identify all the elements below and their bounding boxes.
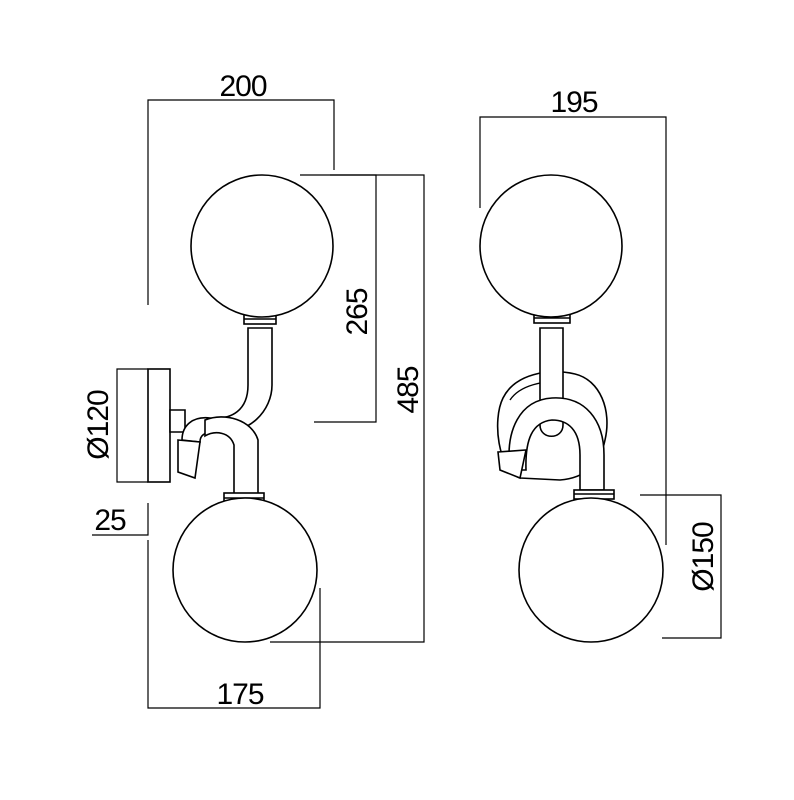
side-loop-arm bbox=[508, 397, 605, 491]
wall-plate bbox=[147, 368, 171, 483]
label-height-265: 265 bbox=[341, 288, 374, 335]
lower-globe bbox=[172, 497, 318, 643]
dim-line-485 bbox=[270, 174, 425, 643]
side-lower-globe bbox=[518, 497, 664, 643]
dim-line-175 bbox=[147, 540, 321, 709]
side-arm-tip bbox=[497, 449, 528, 480]
plate-stub bbox=[169, 409, 186, 433]
label-width-195: 195 bbox=[550, 86, 597, 119]
side-dimensions bbox=[479, 116, 722, 639]
upper-globe bbox=[190, 174, 334, 318]
lower-arm bbox=[204, 416, 259, 499]
label-backplate-depth: 25 bbox=[94, 504, 126, 537]
dim-line-195 bbox=[479, 116, 667, 545]
arm-tip bbox=[177, 439, 201, 480]
dim-line-200 bbox=[147, 99, 335, 305]
front-dimensions bbox=[92, 99, 425, 709]
side-view bbox=[479, 174, 664, 643]
side-upper-globe bbox=[479, 174, 623, 318]
label-width-200: 200 bbox=[219, 70, 266, 103]
dim-line-diameter-150 bbox=[640, 494, 722, 639]
label-backplate-diameter: Ø120 bbox=[82, 390, 115, 460]
dim-line-diameter-120 bbox=[116, 368, 148, 483]
label-globe-diameter: Ø150 bbox=[687, 522, 720, 592]
front-view bbox=[147, 174, 334, 643]
label-height-485: 485 bbox=[392, 366, 425, 413]
dim-line-25 bbox=[92, 503, 149, 536]
side-labels: 195 Ø150 bbox=[550, 86, 720, 592]
front-labels: 200 265 485 Ø120 25 175 bbox=[82, 70, 425, 711]
label-width-175: 175 bbox=[216, 678, 263, 711]
